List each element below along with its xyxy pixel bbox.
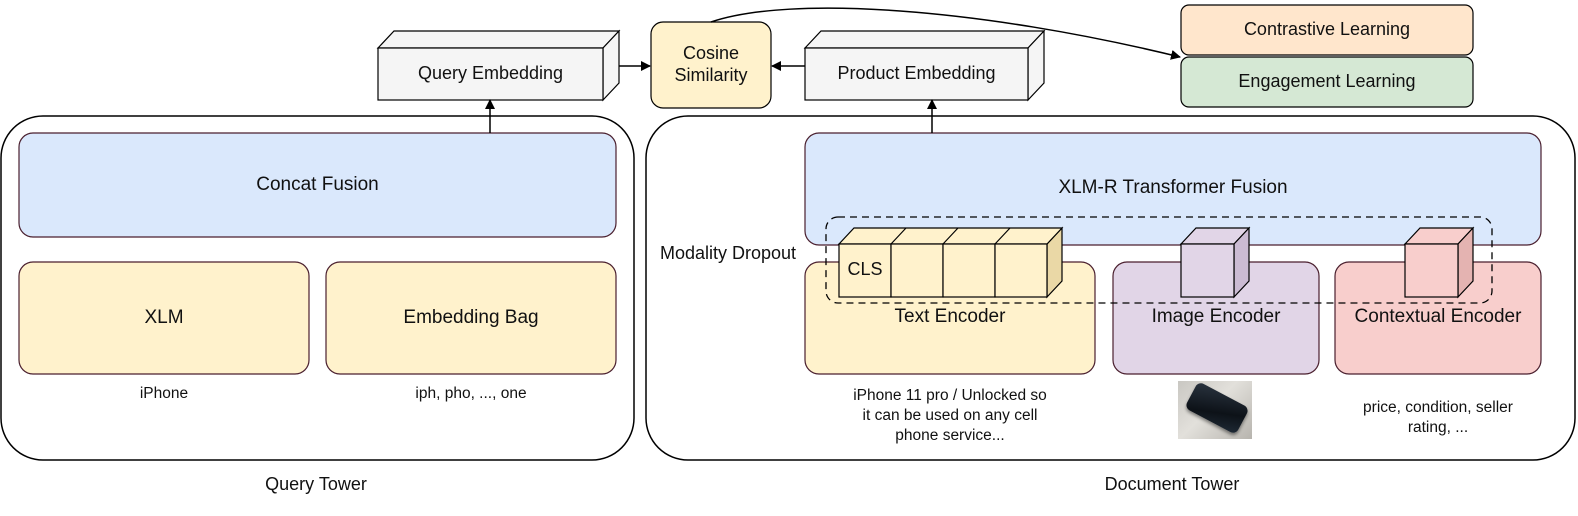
image-token-cube bbox=[1179, 226, 1251, 299]
product-embedding-label: Product Embedding bbox=[837, 63, 996, 84]
image-encoder-label: Image Encoder bbox=[1151, 305, 1281, 327]
concat-fusion-label: Concat Fusion bbox=[256, 173, 379, 195]
query-tower-title: Query Tower bbox=[265, 474, 367, 495]
contrastive-learning-label: Contrastive Learning bbox=[1243, 19, 1411, 40]
xlm-input-text: iPhone bbox=[139, 384, 189, 402]
contextual-encoder-label: Contextual Encoder bbox=[1354, 305, 1522, 327]
token-cube bbox=[942, 243, 996, 298]
modality-dropout-region bbox=[825, 216, 1493, 304]
embedding-bag-input-text: iph, pho, ..., one bbox=[415, 384, 527, 402]
arrow-cosine-to-losses bbox=[710, 7, 1181, 60]
text-token-cubes bbox=[837, 226, 1064, 299]
xlm-box bbox=[18, 261, 310, 375]
contextual-input-text: price, condition, seller rating, ... bbox=[1363, 398, 1513, 436]
phone-icon bbox=[1184, 381, 1250, 435]
xlm-label: XLM bbox=[144, 306, 184, 328]
query-embedding-label: Query Embedding bbox=[417, 63, 564, 84]
transformer-fusion-label: XLM-R Transformer Fusion bbox=[1058, 176, 1288, 198]
text-input-text: iPhone 11 pro / Unlocked so it can be us… bbox=[853, 386, 1047, 445]
engagement-learning-box bbox=[1180, 56, 1474, 108]
document-tower-title: Document Tower bbox=[1104, 474, 1240, 495]
engagement-learning-label: Engagement Learning bbox=[1238, 71, 1416, 92]
phone-photo-image bbox=[1178, 381, 1252, 439]
concat-fusion-box bbox=[18, 132, 617, 238]
token-cube bbox=[994, 243, 1048, 298]
text-encoder-label: Text Encoder bbox=[894, 305, 1006, 327]
token-cube bbox=[890, 243, 944, 298]
contextual-token-cube bbox=[1403, 226, 1475, 299]
cls-token-cube bbox=[838, 243, 892, 298]
contrastive-learning-box bbox=[1180, 4, 1474, 56]
cls-token-label: CLS bbox=[847, 259, 883, 280]
query-embedding-cube bbox=[376, 29, 621, 102]
embedding-bag-box bbox=[325, 261, 617, 375]
embedding-bag-label: Embedding Bag bbox=[403, 306, 539, 328]
modality-dropout-label: Modality Dropout bbox=[659, 243, 797, 264]
cosine-similarity-label: Cosine Similarity bbox=[674, 43, 748, 85]
product-embedding-cube bbox=[803, 29, 1046, 102]
